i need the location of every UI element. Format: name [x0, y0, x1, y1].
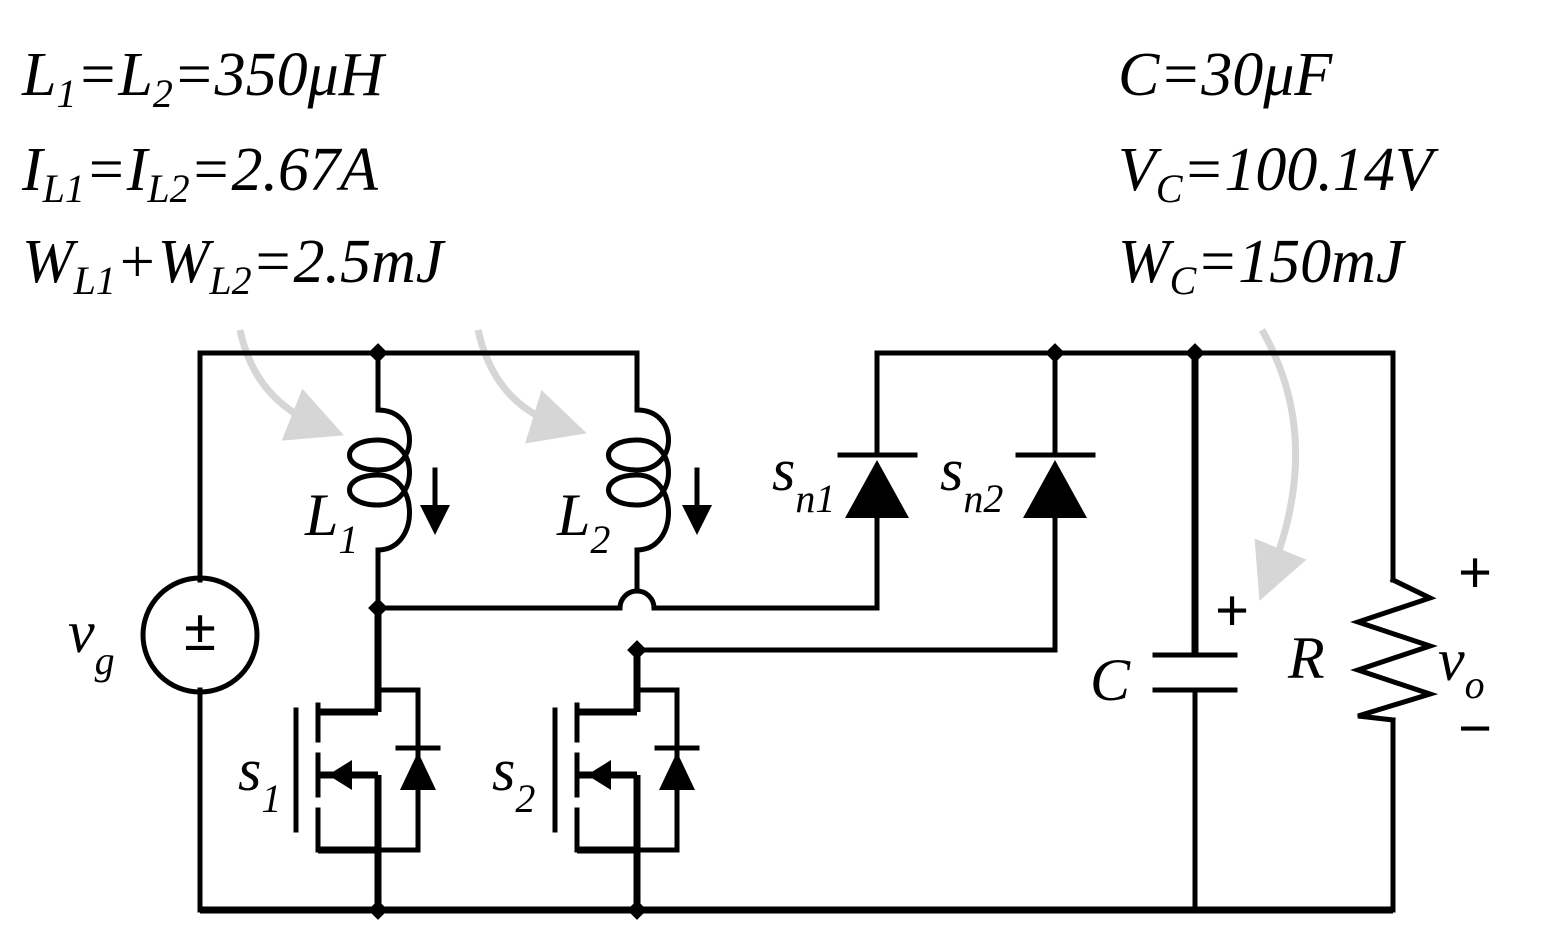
capacitor-plus: + — [1215, 578, 1249, 643]
inductor-l2: L2 — [556, 407, 712, 562]
output-voltage: + vo − — [1438, 540, 1492, 761]
junction-dots — [368, 343, 1205, 920]
l1-label: L1 — [304, 482, 358, 562]
mosfet-s1: s1 — [238, 687, 441, 910]
source-label: vg — [68, 599, 115, 683]
output-plus: + — [1458, 540, 1492, 605]
source-symbol: ± — [184, 598, 216, 663]
output-minus: − — [1458, 696, 1492, 761]
diode-sn2: sn2 — [940, 437, 1096, 543]
inductance-param: L1=L2=350μH — [21, 41, 387, 116]
resistor-r: R — [1287, 576, 1439, 723]
s2-label: s2 — [492, 737, 535, 821]
s1-label: s1 — [238, 737, 281, 821]
inductor-l1: L1 — [304, 407, 450, 562]
energy-arrow-l2 — [474, 329, 587, 444]
diode-sn1: sn1 — [772, 437, 918, 543]
sn2-label: sn2 — [940, 437, 1003, 521]
voltage-source: ± vg — [68, 575, 260, 695]
capacitance-param: C=30μF — [1118, 41, 1333, 109]
output-label: vo — [1438, 627, 1485, 707]
capacitor-label: C — [1090, 647, 1131, 713]
energy-arrow-l1 — [236, 329, 345, 441]
sn1-label: sn1 — [772, 437, 835, 521]
capacitor-voltage-param: VC=100.14V — [1118, 136, 1439, 211]
capacitor-energy-param: WC=150mJ — [1118, 228, 1406, 303]
right-params: C=30μF VC=100.14V WC=150mJ — [1118, 41, 1439, 303]
l2-label: L2 — [556, 482, 610, 562]
capacitor-c: + C — [1090, 578, 1249, 713]
resistor-label: R — [1287, 625, 1325, 691]
mosfet-s2: s2 — [492, 687, 700, 910]
left-params: L1=L2=350μH IL1=IL2=2.67A WL1+WL2=2.5mJ — [21, 41, 446, 303]
inductor-current-param: IL1=IL2=2.67A — [21, 136, 379, 211]
energy-arrow-c — [1254, 328, 1307, 601]
inductor-energy-param: WL1+WL2=2.5mJ — [22, 228, 446, 303]
